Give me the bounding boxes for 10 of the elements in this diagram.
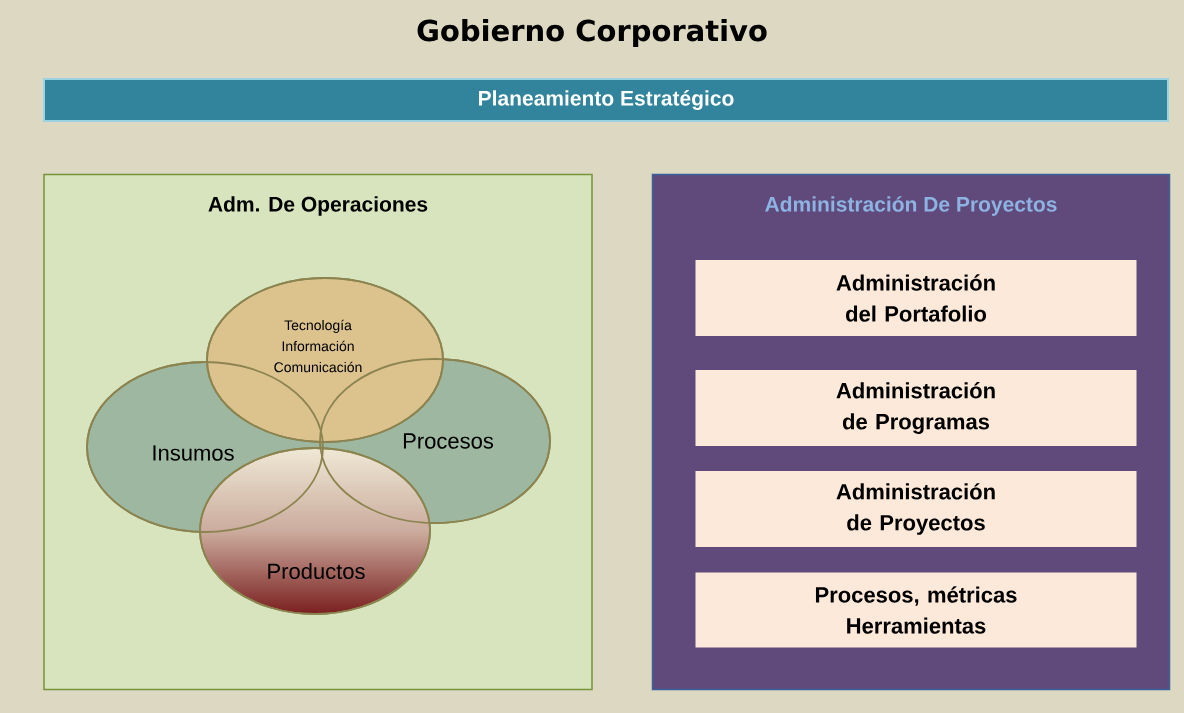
circle-label: Insumos <box>153 445 234 461</box>
text-box: Administración del Portafolio <box>695 260 1137 336</box>
circle-label: Procesos <box>403 433 494 449</box>
banner: Planeamiento Estratégico <box>43 78 1169 122</box>
text-box: Administración de Proyectos <box>695 471 1137 547</box>
title: Gobierno Corporativo <box>417 18 767 48</box>
text-box: Administración de Programas <box>695 370 1137 446</box>
circle-label: Productos <box>268 562 365 580</box>
text-box: Procesos, métricas Herramientas <box>695 572 1137 648</box>
circle-label: Tecnología Información Comunicación <box>274 319 362 373</box>
